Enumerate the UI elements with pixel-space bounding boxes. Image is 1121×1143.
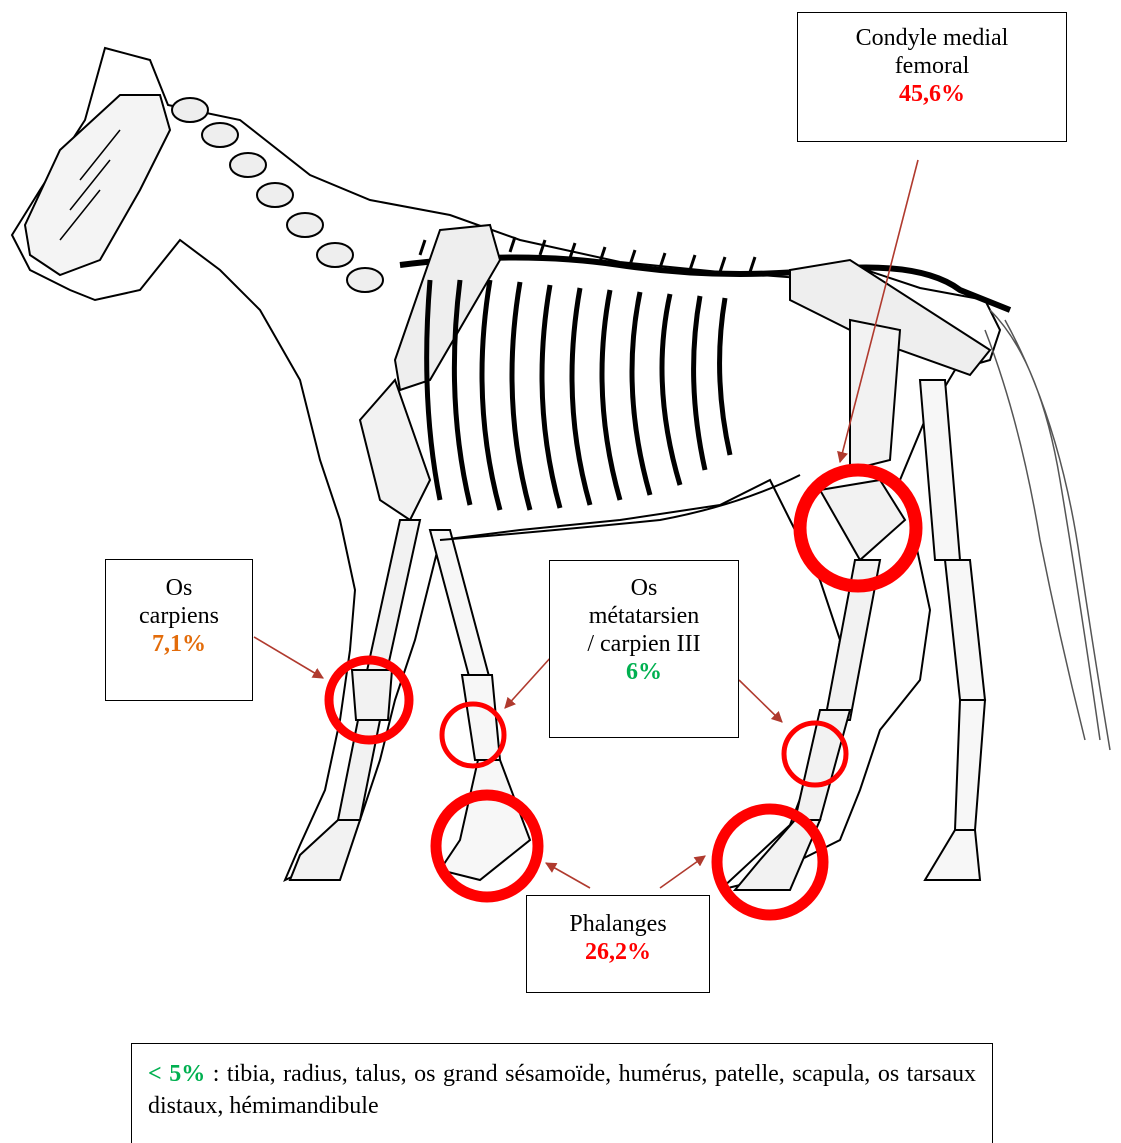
label-meta-line1: Os [631,575,658,601]
label-condyle-line2: femoral [895,53,970,79]
neck-vertebrae [172,98,383,292]
legend-threshold: < 5% [148,1061,205,1087]
label-meta-line3: / carpien III [587,631,700,657]
label-os-carpiens: Os carpiens 7,1% [105,559,253,701]
label-carpiens-percent: 7,1% [106,630,252,658]
label-meta-line2: métatarsien [589,603,700,629]
label-phalanges: Phalanges 26,2% [526,895,710,993]
tail [985,310,1110,750]
legend-box: < 5% : tibia, radius, talus, os grand sé… [131,1043,993,1143]
legend-text: : tibia, radius, talus, os grand sésamoï… [148,1061,976,1119]
label-meta-percent: 6% [550,658,738,686]
label-carpiens-line1: Os [166,575,193,601]
label-condyle-medial-femoral: Condyle medial femoral 45,6% [797,12,1067,142]
label-condyle-line1: Condyle medial [856,25,1009,51]
label-condyle-percent: 45,6% [798,80,1066,108]
label-os-metatarsien: Os métatarsien / carpien III 6% [549,560,739,738]
label-phal-percent: 26,2% [527,938,709,966]
label-phal-line1: Phalanges [569,911,666,937]
label-carpiens-line2: carpiens [139,603,219,629]
ribcage [427,280,730,510]
front-leg-near [290,380,430,880]
hind-leg-far [920,380,985,880]
skull [25,95,170,275]
